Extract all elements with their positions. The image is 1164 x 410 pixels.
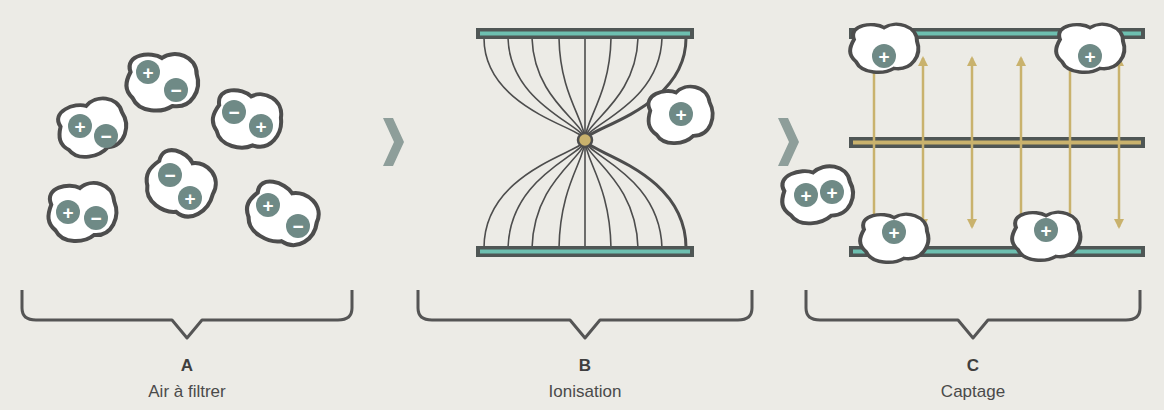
charge-sign: −	[222, 100, 246, 124]
step-name: Air à filtrer	[148, 382, 225, 402]
charge-symbol: +	[74, 117, 85, 136]
charge-symbol: +	[1040, 221, 1051, 240]
particle	[644, 83, 717, 147]
step-arrow	[778, 118, 799, 166]
charge-symbol: +	[826, 183, 837, 202]
charge-symbol: −	[90, 209, 101, 228]
particles-a	[46, 54, 327, 256]
charge-sign: +	[882, 220, 906, 244]
step-letter: C	[967, 356, 979, 376]
charge-sign: +	[820, 180, 844, 204]
charge-sign: +	[56, 200, 80, 224]
captured-particles	[777, 24, 1124, 262]
charge-sign: +	[256, 193, 280, 217]
charge-symbol: +	[262, 196, 273, 215]
step-name: Ionisation	[549, 382, 622, 402]
charge-sign: +	[178, 186, 202, 210]
charge-symbol: −	[100, 127, 111, 146]
charge-symbol: −	[170, 81, 181, 100]
charge-sign: −	[286, 214, 310, 238]
charge-symbol: +	[184, 189, 195, 208]
charge-symbol: +	[800, 186, 811, 205]
charge-symbol: +	[675, 105, 686, 124]
charge-symbol: +	[1084, 47, 1095, 66]
charge-sign: −	[94, 124, 118, 148]
charge-symbol: −	[228, 103, 239, 122]
charge-sign: −	[164, 78, 188, 102]
charge-sign: +	[249, 114, 273, 138]
charge-symbol: −	[164, 166, 175, 185]
step-letter: A	[181, 356, 193, 376]
step-name: Captage	[941, 382, 1005, 402]
charge-symbol: −	[292, 217, 303, 236]
plates-b	[476, 28, 694, 257]
charge-sign: +	[68, 114, 92, 138]
charge-sign: +	[136, 60, 160, 84]
step-letter: B	[579, 356, 591, 376]
charge-sign: +	[1034, 218, 1058, 242]
charge-symbol: +	[62, 203, 73, 222]
charge-symbol: +	[255, 117, 266, 136]
step-arrow	[383, 118, 404, 166]
charge-sign: +	[872, 44, 896, 68]
charge-sign: −	[84, 206, 108, 230]
charge-sign: +	[794, 183, 818, 207]
bracket	[22, 290, 1140, 338]
charge-symbol: +	[142, 63, 153, 82]
charge-sign: −	[158, 163, 182, 187]
charge-symbol: +	[888, 223, 899, 242]
charge-sign: +	[669, 102, 693, 126]
ioniser	[484, 38, 686, 248]
electrode-wire	[578, 133, 592, 147]
field-arrows	[874, 58, 1119, 227]
charge-sign: +	[1078, 44, 1102, 68]
charge-symbol: +	[878, 47, 889, 66]
